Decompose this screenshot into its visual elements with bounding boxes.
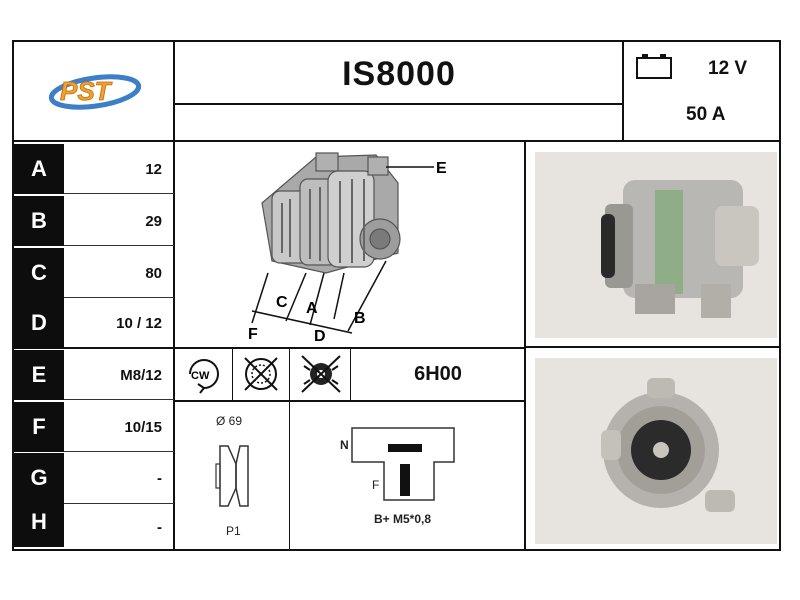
- spec-value-f: 10/15: [124, 418, 162, 436]
- dim-letter-a: A: [306, 300, 318, 317]
- spec-value-c: 80: [145, 264, 162, 282]
- spec-label-g: G: [14, 453, 64, 503]
- logo-text: PST: [60, 76, 113, 106]
- dim-letter-d: D: [314, 328, 326, 345]
- product-photo-side: [535, 152, 777, 338]
- pulley-icon: [214, 436, 254, 516]
- pulley-diameter: Ø 69: [216, 414, 243, 428]
- spec-label-f: F: [14, 402, 64, 452]
- connector-n-label: N: [340, 438, 349, 452]
- spec-label-b: B: [14, 196, 64, 246]
- spec-value-a: 12: [145, 160, 162, 178]
- spec-value-d: 10 / 12: [116, 314, 162, 332]
- current-value: 50 A: [686, 104, 726, 125]
- rotation-label: CW: [191, 370, 210, 382]
- clock-position-code: 6H00: [414, 362, 462, 385]
- pulley-type: P1: [226, 524, 241, 538]
- dim-letter-c: C: [276, 294, 288, 311]
- brand-logo: PST: [40, 62, 150, 118]
- spec-label-d: D: [14, 298, 64, 348]
- dim-letter-f: F: [248, 326, 258, 343]
- spec-label-a: A: [14, 144, 64, 194]
- connector-terminal: B+ M5*0,8: [374, 512, 432, 526]
- voltage-value: 12 V: [708, 58, 748, 79]
- spec-value-e: M8/12: [120, 366, 162, 384]
- battery-icon: [634, 50, 674, 80]
- dim-letter-e: E: [436, 160, 447, 177]
- spec-value-g: -: [157, 469, 162, 487]
- spec-label-h: H: [14, 497, 64, 547]
- dim-letter-b: B: [354, 310, 366, 327]
- no-regulator-icon: [237, 352, 285, 396]
- spec-value-b: 29: [145, 212, 162, 230]
- no-fan-icon: [296, 352, 346, 396]
- part-number: IS8000: [342, 54, 456, 93]
- connector-f-label: F: [372, 478, 380, 492]
- spec-label-e: E: [14, 350, 64, 400]
- product-photo-front: [535, 358, 777, 544]
- rotation-cw-icon: CW: [180, 352, 228, 396]
- spec-label-c: C: [14, 248, 64, 298]
- connector-diagram: [336, 424, 466, 508]
- spec-value-h: -: [157, 518, 162, 536]
- alternator-diagram: E C A B F D: [176, 143, 522, 345]
